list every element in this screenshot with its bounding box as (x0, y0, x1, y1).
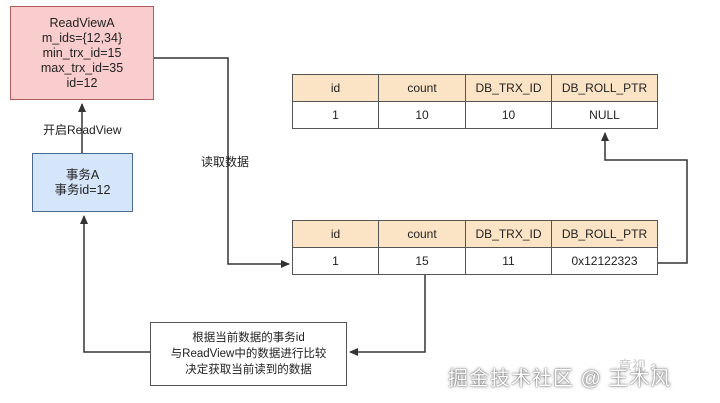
col-header-count: count (378, 74, 466, 102)
old-row-header: id count DB_TRX_ID DB_ROLL_PTR (292, 74, 658, 102)
decision-note-line-3: 决定获取当前读到的数据 (185, 364, 312, 376)
new-row-header: id count DB_TRX_ID DB_ROLL_PTR (292, 220, 658, 248)
old-row-db-roll-ptr: NULL (551, 101, 658, 129)
col-header-id: id (292, 220, 379, 248)
open-readview-label: 开启ReadView (43, 123, 122, 137)
readview-min-trx-id: min_trx_id=15 (42, 45, 122, 60)
col-header-db-roll-ptr: DB_ROLL_PTR (551, 74, 658, 102)
arrow-roll-ptr-to-old-row (601, 132, 688, 264)
new-row-db-roll-ptr: 0x12122323 (551, 247, 658, 275)
readview-name: ReadViewA (49, 15, 115, 30)
new-row-count: 15 (378, 247, 466, 275)
decision-note-line-1: 根据当前数据的事务id (192, 332, 305, 344)
decision-note-box: 根据当前数据的事务id 与ReadView中的数据进行比较 决定获取当前读到的数… (150, 322, 347, 386)
col-header-db-roll-ptr: DB_ROLL_PTR (551, 220, 658, 248)
col-header-count: count (378, 220, 466, 248)
old-row-values: 1 10 10 NULL (292, 101, 658, 129)
decision-note-line-2: 与ReadView中的数据进行比较 (170, 348, 327, 360)
readview-m-ids: m_ids={12,34} (41, 30, 123, 45)
readview-box: ReadViewA m_ids={12,34} min_trx_id=15 ma… (10, 6, 154, 100)
new-row-table: id count DB_TRX_ID DB_ROLL_PTR 1 15 11 0… (292, 220, 658, 275)
transaction-box: 事务A 事务id=12 (32, 153, 133, 212)
col-header-id: id (292, 74, 379, 102)
arrow-new-row-to-note (349, 274, 426, 356)
old-row-id: 1 (292, 101, 379, 129)
old-row-table: id count DB_TRX_ID DB_ROLL_PTR 1 10 10 N… (292, 74, 658, 129)
new-row-id: 1 (292, 247, 379, 275)
transaction-id: 事务id=12 (54, 182, 111, 197)
col-header-db-trx-id: DB_TRX_ID (465, 74, 552, 102)
transaction-name: 事务A (65, 167, 100, 182)
col-header-db-trx-id: DB_TRX_ID (465, 220, 552, 248)
watermark-ghost-text: 章视 a (618, 358, 658, 374)
old-row-count: 10 (378, 101, 466, 129)
readview-id: id=12 (66, 75, 98, 90)
new-row-db-trx-id: 11 (465, 247, 552, 275)
readview-max-trx-id: max_trx_id=35 (40, 60, 124, 75)
old-row-db-trx-id: 10 (465, 101, 552, 129)
read-data-label: 读取数据 (201, 155, 250, 169)
new-row-values: 1 15 11 0x12122323 (292, 247, 658, 275)
watermark: 掘金技术社区 @ 王木风 (448, 368, 672, 390)
arrow-note-to-transaction (80, 215, 150, 353)
arrow-readview-to-new-row (154, 57, 290, 268)
